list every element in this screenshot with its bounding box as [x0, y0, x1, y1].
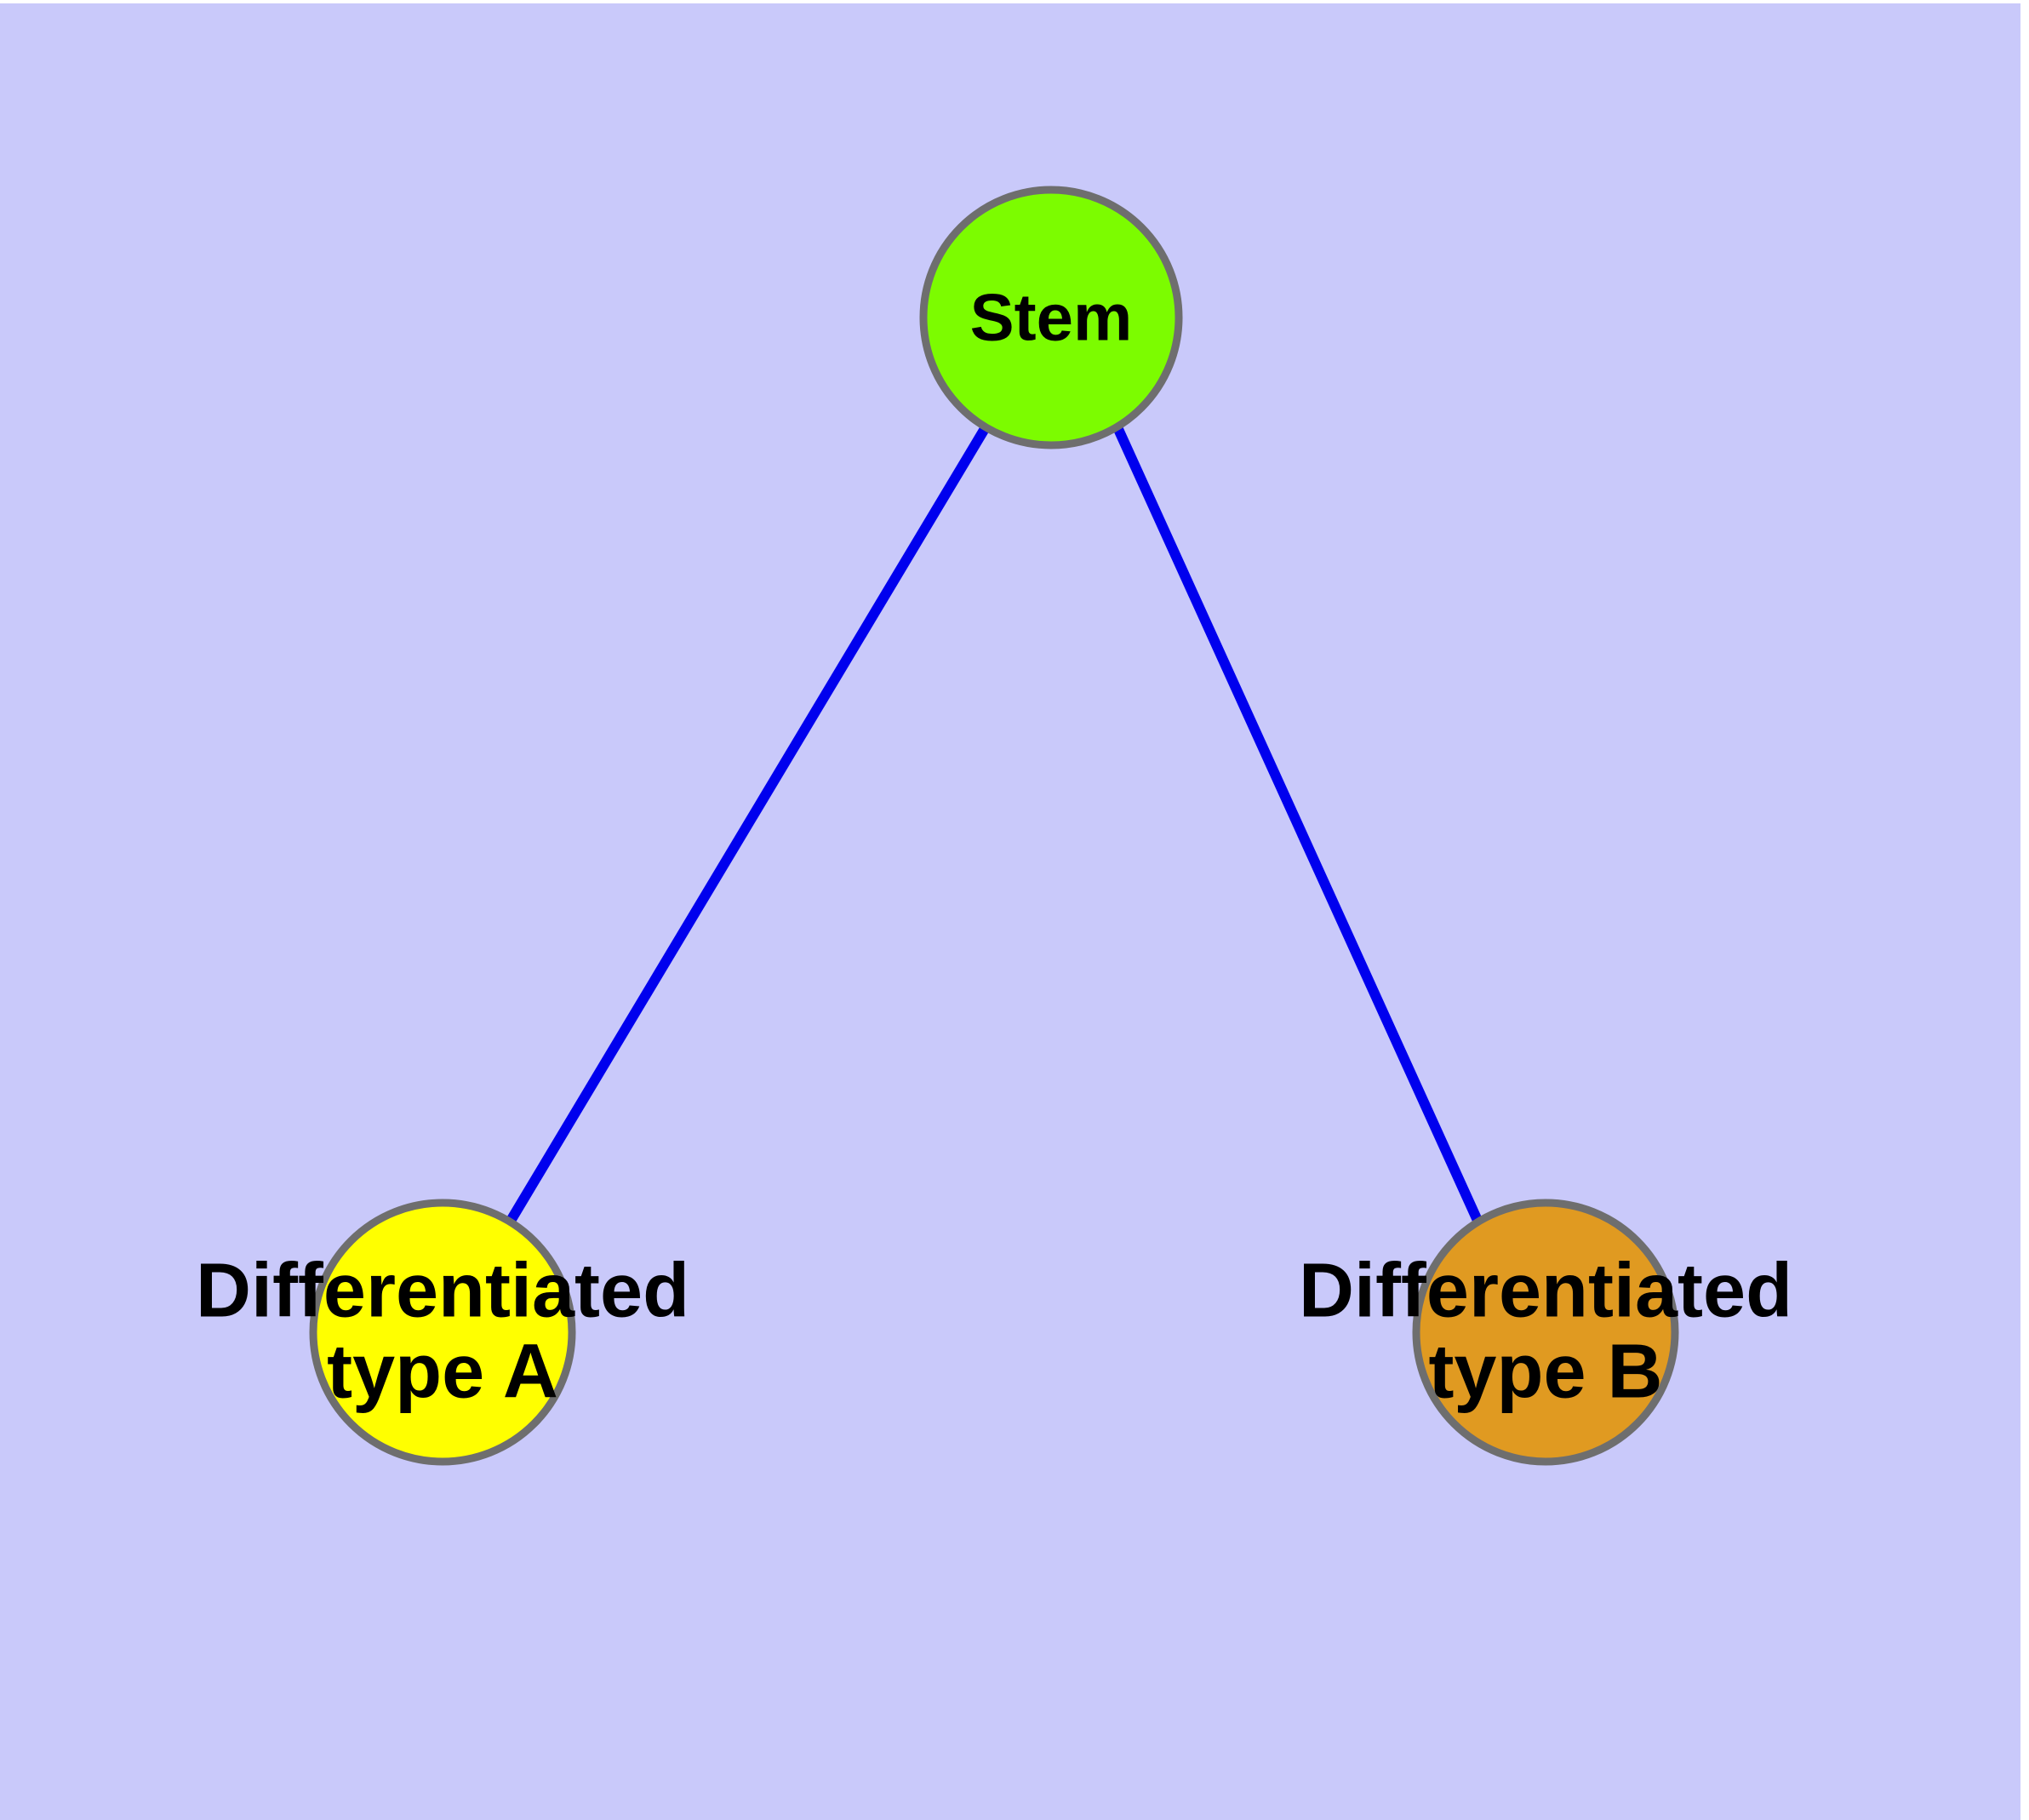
edge-layer — [506, 424, 1484, 1227]
node-stem[interactable] — [919, 186, 1183, 449]
edge-stem-to-differentiated-type-b[interactable] — [1112, 425, 1484, 1227]
edge-stem-to-differentiated-type-a[interactable] — [506, 424, 991, 1224]
node-layer — [309, 186, 1679, 1466]
node-differentiated-type-a[interactable] — [309, 1199, 576, 1466]
node-differentiated-type-b[interactable] — [1412, 1199, 1679, 1466]
